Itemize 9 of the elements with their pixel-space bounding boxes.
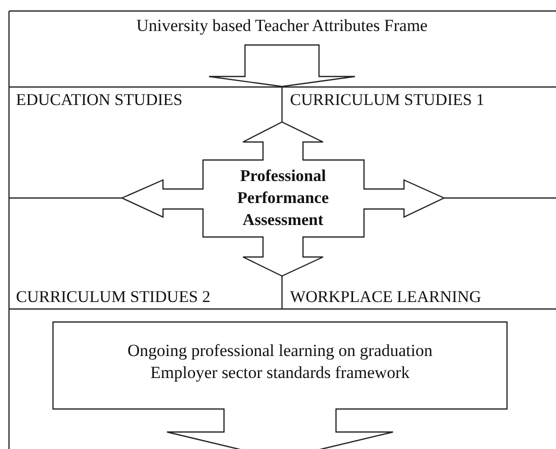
area-label: CURRICULUM STIDUES 2 (16, 286, 212, 308)
assessment-label: Professional Performance Assessment (236, 165, 330, 231)
frame-title: University based Teacher Attributes Frame (135, 15, 429, 37)
framework-text: Employer sector standards framework (149, 362, 411, 384)
framework-text: Ongoing professional learning on graduation (126, 340, 434, 362)
area-label: WORKPLACE LEARNING (290, 286, 482, 308)
area-label: CURRICULUM STUDIES 1 (290, 89, 486, 111)
area-label: EDUCATION STUDIES (16, 89, 184, 111)
block-arrow (208, 44, 356, 88)
